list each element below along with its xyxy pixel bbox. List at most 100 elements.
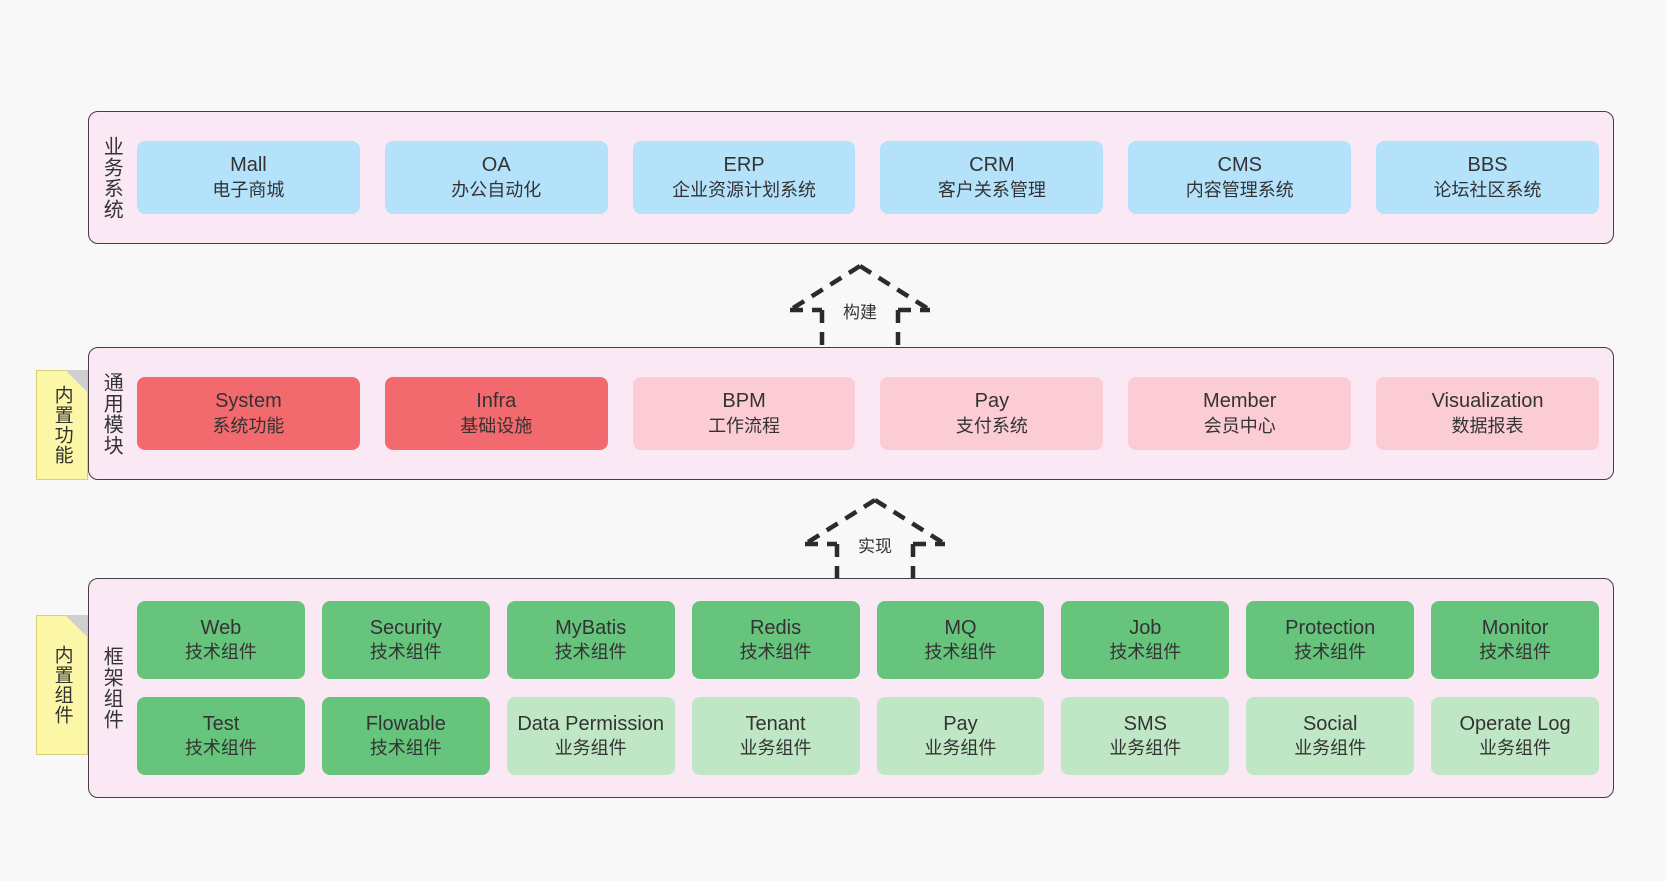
card-title: ERP [723,154,765,177]
card-crm[interactable]: CRM 客户关系管理 [880,141,1104,214]
card-subtitle: 业务组件 [1294,738,1367,759]
layer-business-system: 业务系统 Mall 电子商城 OA 办公自动化 ERP 企业资源计划系统 CRM… [88,111,1614,244]
card-subtitle: 业务组件 [739,738,812,759]
card-web[interactable]: Web 技术组件 [137,601,305,679]
card-member[interactable]: Member 会员中心 [1128,377,1352,450]
card-subtitle: 支付系统 [955,415,1028,436]
note-fold-corner-icon [65,370,88,392]
card-row: Test 技术组件 Flowable 技术组件 Data Permission … [137,697,1599,775]
card-title: Test [202,712,240,735]
card-title: Redis [749,616,802,639]
card-social[interactable]: Social 业务组件 [1246,697,1415,775]
layer-title-framework-component: 框架组件 [100,646,123,730]
card-operate-log[interactable]: Operate Log 业务组件 [1431,697,1599,775]
card-tenant[interactable]: Tenant 业务组件 [691,697,860,775]
card-title: MQ [944,616,977,639]
dashed-hollow-arrow-up-icon [803,498,947,592]
card-title: Monitor [1481,616,1549,639]
card-title: Mall [230,154,267,177]
card-title: System [215,390,282,413]
card-test[interactable]: Test 技术组件 [137,697,305,775]
card-erp[interactable]: ERP 企业资源计划系统 [632,141,856,214]
card-cms[interactable]: CMS 内容管理系统 [1128,141,1352,214]
card-row: Web 技术组件 Security 技术组件 MyBatis 技术组件 Redi… [137,601,1599,679]
card-subtitle: 办公自动化 [451,179,542,200]
card-title: Tenant [745,712,806,735]
card-subtitle: 技术组件 [739,642,812,663]
layer-body-framework-component: Web 技术组件 Security 技术组件 MyBatis 技术组件 Redi… [133,579,1613,797]
card-title: Data Permission [517,712,665,735]
card-title: Protection [1285,616,1376,639]
connector-label: 构建 [843,303,877,322]
layer-framework-component: 框架组件 Web 技术组件 Security 技术组件 MyBatis 技术组件… [88,578,1614,798]
note-builtin-components: 内置组件 [36,615,88,755]
card-subtitle: 技术组件 [1109,642,1182,663]
connector-build: 构建 [760,258,960,358]
layer-common-module: 通用模块 System 系统功能 Infra 基础设施 BPM 工作流程 Pay… [88,347,1614,480]
card-oa[interactable]: OA 办公自动化 [384,141,608,214]
card-title: SMS [1123,712,1167,735]
card-protection[interactable]: Protection 技术组件 [1246,601,1415,679]
card-redis[interactable]: Redis 技术组件 [691,601,860,679]
layer-title-common-module: 通用模块 [100,371,123,456]
card-bbs[interactable]: BBS 论坛社区系统 [1376,141,1599,214]
card-sms[interactable]: SMS 业务组件 [1061,697,1230,775]
card-title: Member [1203,390,1277,413]
card-title: Social [1302,712,1358,735]
card-title: Job [1129,616,1162,639]
card-title: Flowable [365,712,446,735]
card-mybatis[interactable]: MyBatis 技术组件 [506,601,675,679]
card-security[interactable]: Security 技术组件 [321,601,490,679]
card-flowable[interactable]: Flowable 技术组件 [321,697,490,775]
card-title: CMS [1217,154,1262,177]
dashed-hollow-arrow-up-icon [788,264,932,358]
card-mall[interactable]: Mall 电子商城 [137,141,360,214]
card-pay-component[interactable]: Pay 业务组件 [876,697,1045,775]
layer-body-common-module: System 系统功能 Infra 基础设施 BPM 工作流程 Pay 支付系统… [133,348,1613,479]
note-builtin-features: 内置功能 [36,370,88,480]
card-pay-module[interactable]: Pay 支付系统 [880,377,1104,450]
card-monitor[interactable]: Monitor 技术组件 [1431,601,1599,679]
card-subtitle: 业务组件 [554,738,627,759]
card-title: OA [481,154,511,177]
card-bpm[interactable]: BPM 工作流程 [632,377,856,450]
card-subtitle: 技术组件 [924,642,997,663]
card-system[interactable]: System 系统功能 [137,377,360,450]
card-title: MyBatis [555,616,627,639]
card-title: Operate Log [1459,712,1571,735]
card-subtitle: 内容管理系统 [1185,179,1294,200]
card-subtitle: 技术组件 [184,738,257,759]
card-subtitle: 基础设施 [460,415,533,436]
note-label: 内置功能 [51,385,73,465]
layer-title-business-system: 业务系统 [100,135,123,220]
card-subtitle: 业务组件 [1479,738,1552,759]
card-subtitle: 技术组件 [554,642,627,663]
card-subtitle: 技术组件 [369,738,442,759]
card-title: BBS [1467,154,1508,177]
card-title: Infra [476,390,517,413]
card-title: Security [369,616,442,639]
card-row: Mall 电子商城 OA 办公自动化 ERP 企业资源计划系统 CRM 客户关系… [137,141,1599,214]
note-label: 内置组件 [51,645,73,725]
card-subtitle: 会员中心 [1203,415,1276,436]
card-subtitle: 技术组件 [1479,642,1552,663]
card-infra[interactable]: Infra 基础设施 [384,377,608,450]
card-job[interactable]: Job 技术组件 [1061,601,1230,679]
layer-body-business-system: Mall 电子商城 OA 办公自动化 ERP 企业资源计划系统 CRM 客户关系… [133,112,1613,243]
card-title: Web [200,616,242,639]
card-data-permission[interactable]: Data Permission 业务组件 [506,697,675,775]
connector-label: 实现 [858,537,892,556]
card-subtitle: 数据报表 [1451,415,1524,436]
card-title: CRM [969,154,1015,177]
card-visualization[interactable]: Visualization 数据报表 [1376,377,1599,450]
card-subtitle: 论坛社区系统 [1433,179,1542,200]
connector-implement: 实现 [775,492,975,592]
card-subtitle: 工作流程 [708,415,781,436]
card-subtitle: 系统功能 [212,415,285,436]
card-subtitle: 业务组件 [1109,738,1182,759]
card-mq[interactable]: MQ 技术组件 [876,601,1045,679]
card-title: Pay [943,712,978,735]
card-row: System 系统功能 Infra 基础设施 BPM 工作流程 Pay 支付系统… [137,377,1599,450]
card-subtitle: 企业资源计划系统 [672,179,817,200]
